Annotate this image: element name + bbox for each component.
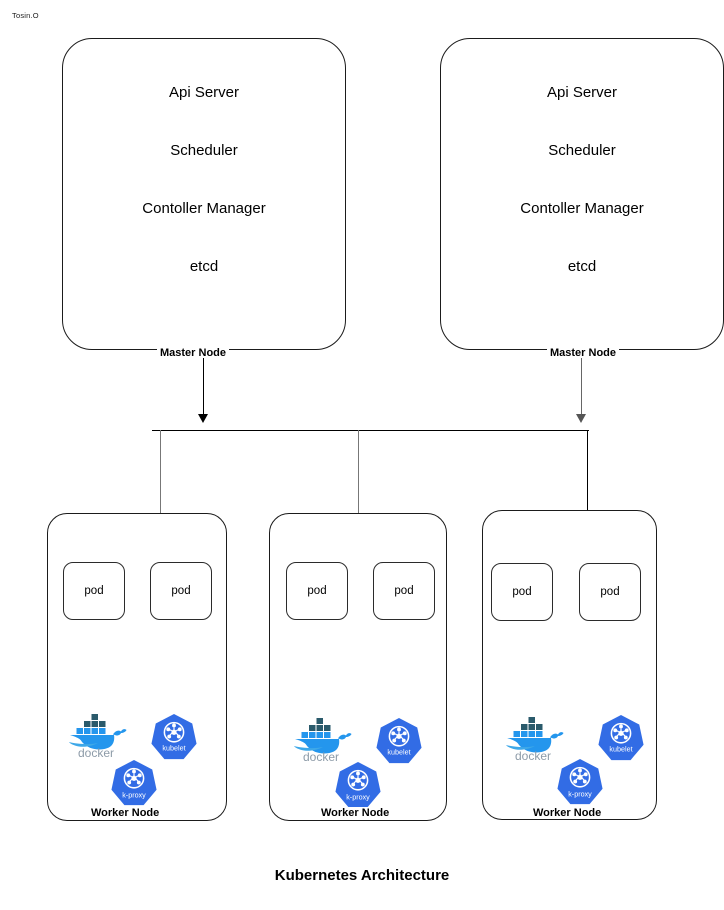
connector-bus-to-worker-3 bbox=[587, 430, 588, 512]
master-component-scheduler: Scheduler bbox=[170, 142, 238, 159]
pod-label: pod bbox=[307, 585, 327, 597]
master-node-1[interactable]: Api Server Scheduler Contoller Manager e… bbox=[62, 38, 346, 350]
worker-node-2[interactable]: pod pod docker bbox=[269, 513, 447, 821]
connector-master2-arrowhead bbox=[576, 414, 586, 423]
worker-node-1[interactable]: pod pod docker bbox=[47, 513, 227, 821]
figure-title: Kubernetes Architecture bbox=[274, 867, 450, 884]
k-proxy-label: k-proxy bbox=[346, 792, 370, 801]
k-proxy-label: k-proxy bbox=[568, 789, 592, 798]
master-node-2-components: Api Server Scheduler Contoller Manager e… bbox=[441, 85, 723, 317]
worker-node-1-caption: Worker Node bbox=[88, 807, 163, 819]
pod-box[interactable]: pod bbox=[491, 563, 553, 621]
docker-label: docker bbox=[515, 749, 551, 762]
master-component-etcd: etcd bbox=[567, 258, 597, 275]
kubelet-label: kubelet bbox=[387, 747, 410, 756]
docker-icon: docker bbox=[502, 714, 564, 762]
master-component-scheduler: Scheduler bbox=[548, 142, 616, 159]
connector-master1-arrowhead bbox=[198, 414, 208, 423]
pod-label: pod bbox=[600, 586, 620, 598]
master-node-2-caption: Master Node bbox=[547, 347, 620, 359]
connector-master2-to-bus bbox=[581, 358, 582, 416]
connector-master1-to-bus bbox=[203, 358, 204, 416]
connector-bus-to-worker-2 bbox=[358, 430, 359, 515]
master-node-1-caption: Master Node bbox=[157, 347, 230, 359]
author-watermark: Tosin.O bbox=[12, 11, 39, 20]
master-node-2[interactable]: Api Server Scheduler Contoller Manager e… bbox=[440, 38, 724, 350]
kubelet-label: kubelet bbox=[609, 744, 632, 753]
worker-node-2-caption: Worker Node bbox=[318, 807, 393, 819]
master-component-controller-manager: Contoller Manager bbox=[520, 200, 644, 217]
docker-icon: docker bbox=[290, 715, 352, 763]
connector-bus-to-worker-1 bbox=[160, 430, 161, 515]
master-component-controller-manager: Contoller Manager bbox=[142, 200, 266, 217]
docker-label: docker bbox=[78, 746, 114, 759]
pod-label: pod bbox=[394, 585, 414, 597]
docker-icon: docker bbox=[65, 711, 127, 759]
k-proxy-icon: k-proxy bbox=[556, 758, 604, 806]
k-proxy-icon: k-proxy bbox=[334, 761, 382, 809]
k-proxy-label: k-proxy bbox=[122, 790, 146, 799]
pod-label: pod bbox=[171, 585, 191, 597]
connector-bus-line bbox=[152, 430, 589, 431]
pod-box[interactable]: pod bbox=[63, 562, 125, 620]
kubelet-icon: kubelet bbox=[150, 713, 198, 761]
k-proxy-icon: k-proxy bbox=[110, 759, 158, 807]
master-component-api-server: Api Server bbox=[546, 84, 618, 101]
master-component-api-server: Api Server bbox=[168, 84, 240, 101]
pod-box[interactable]: pod bbox=[150, 562, 212, 620]
worker-node-3-caption: Worker Node bbox=[530, 807, 605, 819]
kubelet-icon: kubelet bbox=[597, 714, 645, 762]
pod-box[interactable]: pod bbox=[579, 563, 641, 621]
pod-box[interactable]: pod bbox=[286, 562, 348, 620]
master-component-etcd: etcd bbox=[189, 258, 219, 275]
master-node-1-components: Api Server Scheduler Contoller Manager e… bbox=[63, 85, 345, 317]
pod-label: pod bbox=[84, 585, 104, 597]
pod-label: pod bbox=[512, 586, 532, 598]
pod-box[interactable]: pod bbox=[373, 562, 435, 620]
kubelet-label: kubelet bbox=[162, 743, 185, 752]
docker-label: docker bbox=[303, 750, 339, 763]
kubelet-icon: kubelet bbox=[375, 717, 423, 765]
worker-node-3[interactable]: pod pod docker bbox=[482, 510, 657, 820]
